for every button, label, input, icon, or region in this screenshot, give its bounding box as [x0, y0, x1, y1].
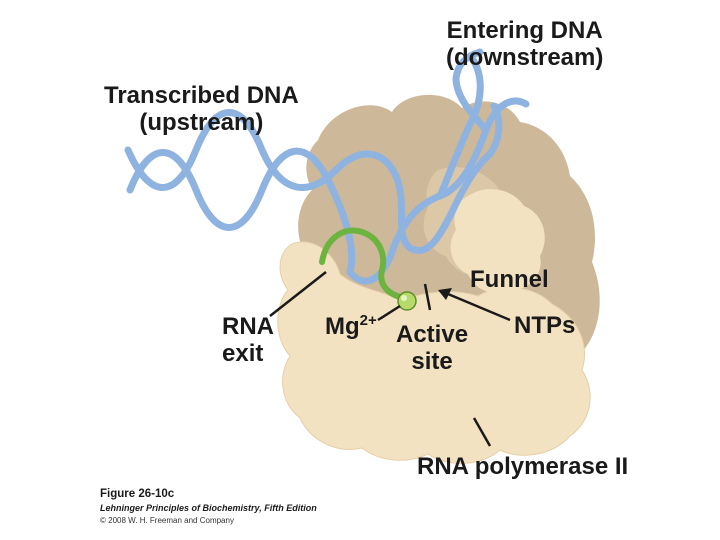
mg-pointer [377, 304, 401, 322]
dna-strand-upstream-a [126, 147, 356, 276]
book-title: Lehninger Principles of Biochemistry, Fi… [100, 503, 317, 513]
copyright-notice: © 2008 W. H. Freeman and Company [100, 516, 234, 525]
ntps-label: NTPs [514, 312, 576, 339]
mg-label-charge: 2+ [359, 312, 377, 329]
active-site-line1: Active [396, 321, 469, 348]
transcribed-dna-line1: Transcribed DNA [104, 82, 299, 109]
funnel-label: Funnel [470, 266, 549, 293]
dna-strand-downstream-c [436, 54, 484, 200]
active-site-line2: site [411, 347, 453, 375]
transcribed-dna-label: Transcribed DNA (upstream) [104, 82, 299, 137]
rna-exit-line2: exit [222, 339, 264, 367]
ntps-arrow-line [447, 292, 511, 322]
transcribed-dna-line2: (upstream) [139, 108, 264, 136]
rna-polymerase-label: RNA polymerase II [417, 453, 629, 480]
polymerase-upper-right-lobe [450, 189, 545, 294]
mg-ion-highlight [401, 295, 407, 301]
figure-number: Figure 26-10c [100, 488, 175, 500]
active-site-label: Active site [396, 321, 469, 376]
dna-strand-downstream-b [392, 102, 503, 254]
entering-dna-line1: Entering DNA [446, 17, 603, 44]
dna-strand-downstream-d [452, 48, 490, 134]
rna-exit-line1: RNA [222, 313, 274, 340]
dna-strand-upstream-b [124, 109, 400, 191]
mg-ion-sphere [397, 291, 417, 311]
funnel-pointer [423, 283, 432, 311]
polymerase-pointer [472, 417, 492, 447]
mg-label: Mg2+ [325, 312, 377, 341]
mg-label-base: Mg [325, 313, 360, 340]
entering-dna-label: Entering DNA (downstream) [446, 17, 604, 72]
rna-exit-label: RNA exit [222, 313, 274, 368]
rna-strand [319, 227, 409, 301]
rna-exit-pointer [269, 271, 327, 317]
ntps-arrowhead [438, 288, 452, 300]
entering-dna-line2: (downstream) [446, 43, 604, 71]
